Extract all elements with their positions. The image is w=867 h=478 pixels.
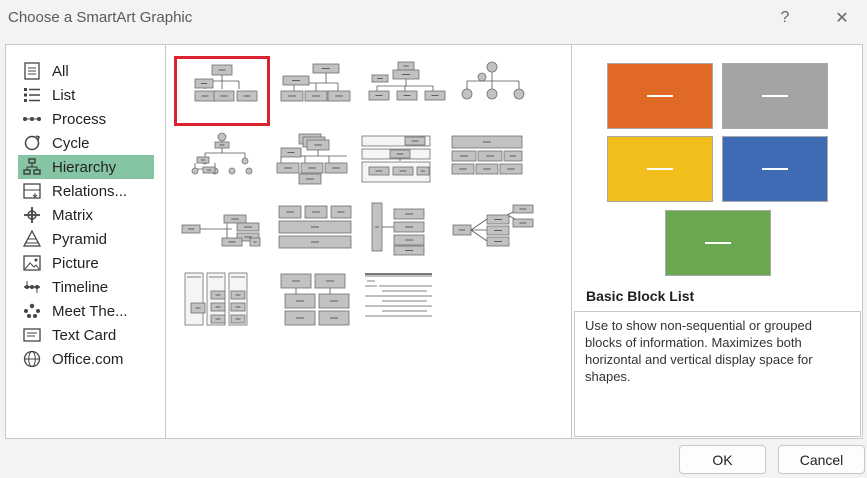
layout-gallery xyxy=(165,44,572,439)
category-all[interactable]: All xyxy=(18,59,154,83)
category-picture[interactable]: Picture xyxy=(18,251,154,275)
layout-hierarchy[interactable] xyxy=(177,131,267,195)
layout-text-hierarchy[interactable] xyxy=(357,271,447,335)
preview-swatch-orange xyxy=(607,63,713,129)
category-label: Hierarchy xyxy=(52,158,117,176)
help-button[interactable]: ? xyxy=(780,9,790,26)
category-label: Text Card xyxy=(52,326,117,344)
category-label: Office.com xyxy=(52,350,124,368)
layout-architecture-layout[interactable] xyxy=(447,131,537,195)
preview-pane: Basic Block List Use to show non-sequent… xyxy=(571,44,863,439)
layout-circle-picture-hierarchy[interactable] xyxy=(447,59,537,123)
category-label: List xyxy=(52,86,76,104)
layout-picture-org-chart[interactable] xyxy=(267,59,357,123)
timeline-icon xyxy=(22,277,42,297)
category-cycle[interactable]: Cycle xyxy=(18,131,154,155)
category-label: Relations... xyxy=(52,182,128,200)
layout-horizontal-multi-level-hierarchy[interactable] xyxy=(447,201,537,265)
all-icon xyxy=(22,61,42,81)
layout-horizontal-labeled-hierarchy[interactable] xyxy=(357,201,447,265)
layout-horizontal-hierarchy[interactable] xyxy=(177,201,267,265)
category-list[interactable]: List xyxy=(18,83,154,107)
category-label: All xyxy=(52,62,69,80)
category-office-com[interactable]: Office.com xyxy=(18,347,154,371)
process-icon xyxy=(22,109,42,129)
layout-name-and-title-org-chart[interactable] xyxy=(357,59,447,123)
layout-title: Basic Block List xyxy=(586,288,695,304)
category-pyramid[interactable]: Pyramid xyxy=(18,227,154,251)
layout-labeled-hierarchy[interactable] xyxy=(267,131,357,195)
hierarchy-icon xyxy=(22,157,42,177)
category-meet-the[interactable]: Meet The... xyxy=(18,299,154,323)
picture-icon xyxy=(22,253,42,273)
category-hierarchy[interactable]: Hierarchy xyxy=(18,155,154,179)
category-process[interactable]: Process xyxy=(18,107,154,131)
pyramid-icon xyxy=(22,229,42,249)
layout-hierarchy-list[interactable] xyxy=(267,271,357,335)
category-label: Picture xyxy=(52,254,99,272)
globe-icon xyxy=(22,349,42,369)
preview-swatch-gray xyxy=(722,63,828,129)
dialog-title: Choose a SmartArt Graphic xyxy=(8,9,193,26)
layout-description: Use to show non-sequential or grouped bl… xyxy=(574,311,861,437)
preview-swatch-blue xyxy=(722,136,828,202)
category-label: Process xyxy=(52,110,107,128)
category-label: Timeline xyxy=(52,278,109,296)
preview-swatch-green xyxy=(665,210,771,276)
relationship-icon xyxy=(22,181,42,201)
category-label: Cycle xyxy=(52,134,90,152)
list-icon xyxy=(22,85,42,105)
cancel-button[interactable]: Cancel xyxy=(778,445,865,474)
category-timeline[interactable]: Timeline xyxy=(18,275,154,299)
layout-lined-list[interactable] xyxy=(177,271,267,335)
matrix-icon xyxy=(22,205,42,225)
text-card-icon xyxy=(22,325,42,345)
preview-swatch-gold xyxy=(607,136,713,202)
layout-table-hierarchy[interactable] xyxy=(357,131,447,195)
category-label: Pyramid xyxy=(52,230,108,248)
cycle-icon xyxy=(22,133,42,153)
category-label: Meet The... xyxy=(52,302,128,320)
category-label: Matrix xyxy=(52,206,93,224)
ok-button[interactable]: OK xyxy=(679,445,766,474)
category-relations[interactable]: Relations... xyxy=(18,179,154,203)
title-bar: Choose a SmartArt Graphic ? ✕ xyxy=(0,0,867,36)
layout-half-circle-org-chart[interactable] xyxy=(267,201,357,265)
category-matrix[interactable]: Matrix xyxy=(18,203,154,227)
meet-the-team-icon xyxy=(22,301,42,321)
layout-organization-chart[interactable] xyxy=(174,56,270,126)
close-button[interactable]: ✕ xyxy=(835,10,849,27)
category-text-card[interactable]: Text Card xyxy=(18,323,154,347)
